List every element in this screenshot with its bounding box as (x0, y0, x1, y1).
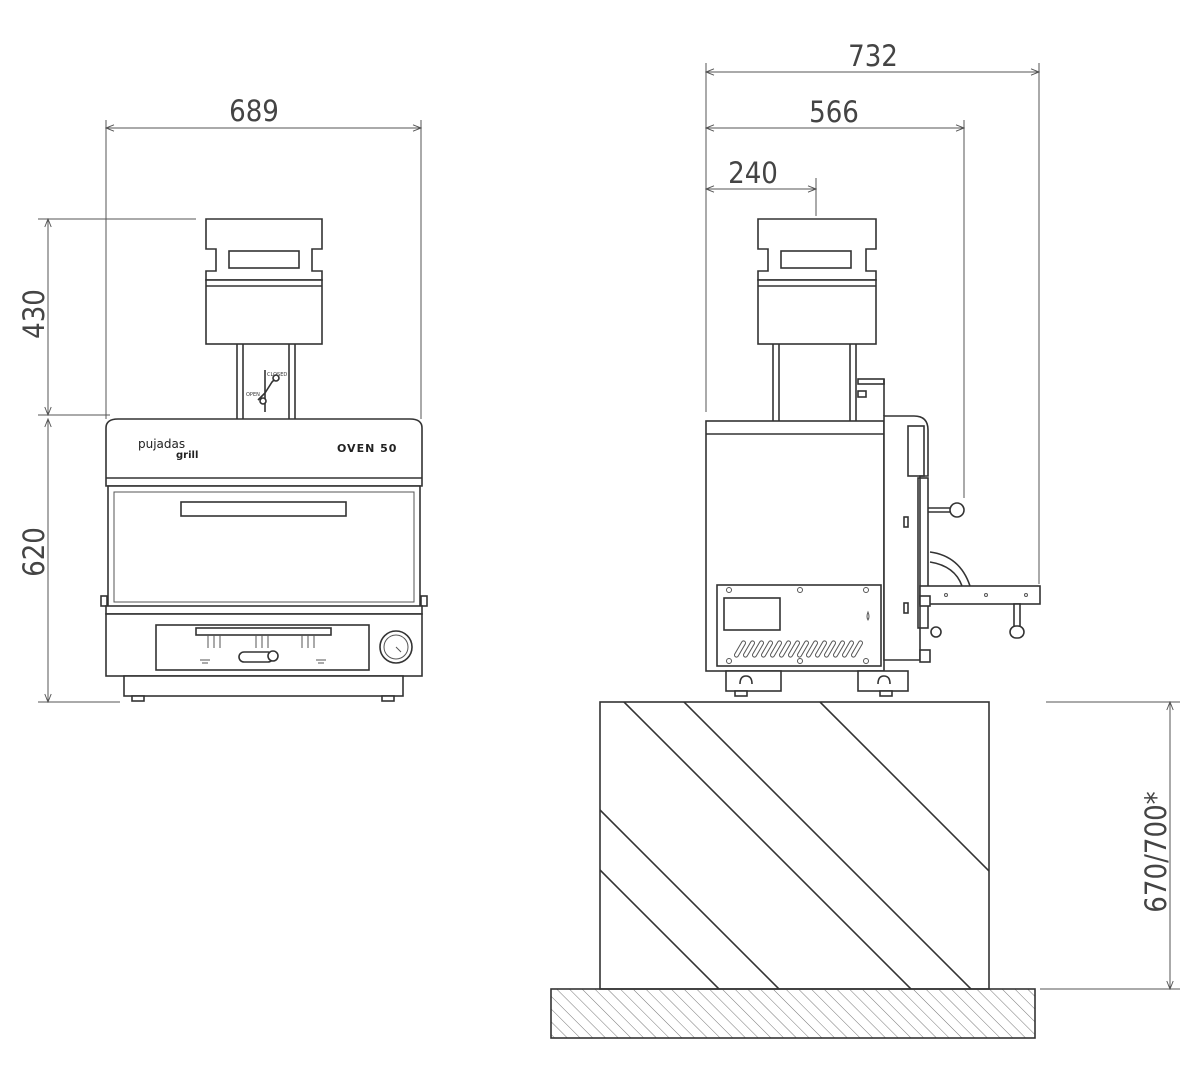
vent-slot (851, 640, 863, 658)
side-chimney-cap (757, 218, 877, 281)
model-name: OVEN 50 (337, 442, 397, 455)
vent-slot (806, 640, 818, 658)
side-body (705, 420, 885, 672)
oven-base (123, 675, 404, 697)
floor (550, 988, 1036, 1039)
side-door-profile (883, 415, 929, 661)
oven-top-housing (105, 418, 423, 487)
vent-slot (743, 640, 755, 658)
dim-chimney-height: 430 (17, 289, 51, 339)
brand-logo-text: pujadas (138, 437, 185, 451)
dim-door-depth: 566 (809, 95, 859, 129)
damper-valve[interactable]: CLOSED OPEN (246, 370, 287, 412)
front-view: CLOSED OPEN pujadas grill OVEN 50 (100, 218, 428, 702)
front-dimensions: 689 430 620 (17, 94, 421, 702)
vent-slot (752, 640, 764, 658)
door-handle[interactable] (180, 501, 347, 517)
valve-open-label: OPEN (246, 392, 260, 398)
dim-chimney-offset: 240 (728, 156, 778, 190)
vent-slot (797, 640, 809, 658)
dim-counter-height: 670/700* (1139, 791, 1173, 912)
thermometer-gauge (379, 630, 413, 664)
side-handle-knob[interactable] (949, 502, 965, 518)
ash-drawer[interactable] (155, 624, 370, 671)
vent-slot (842, 640, 854, 658)
vent-slot (788, 640, 800, 658)
dim-body-height: 620 (17, 527, 51, 577)
vent-slot (761, 640, 773, 658)
vent-slot (770, 640, 782, 658)
vent-slot (734, 640, 746, 658)
counter-stand (599, 701, 990, 990)
oven-door[interactable] (107, 485, 421, 609)
chimney-slot (228, 250, 300, 269)
valve-closed-label: CLOSED (267, 372, 287, 378)
dim-overall-depth: 732 (848, 39, 898, 73)
chimney-cap (205, 218, 323, 281)
vent-slot (833, 640, 845, 658)
dim-front-width: 689 (229, 94, 279, 128)
side-shelf (919, 585, 1041, 605)
side-dimensions: 732 566 240 670/700* (706, 39, 1180, 989)
oven-lower-body (105, 613, 423, 677)
side-view (550, 218, 1041, 1039)
vent-slot (779, 640, 791, 658)
vent-slot (824, 640, 836, 658)
vent-louvres (734, 640, 863, 658)
vent-slot (815, 640, 827, 658)
side-chimney-collar (757, 279, 877, 345)
chimney-collar (205, 279, 323, 345)
brand-logo-subtext: grill (176, 450, 198, 461)
